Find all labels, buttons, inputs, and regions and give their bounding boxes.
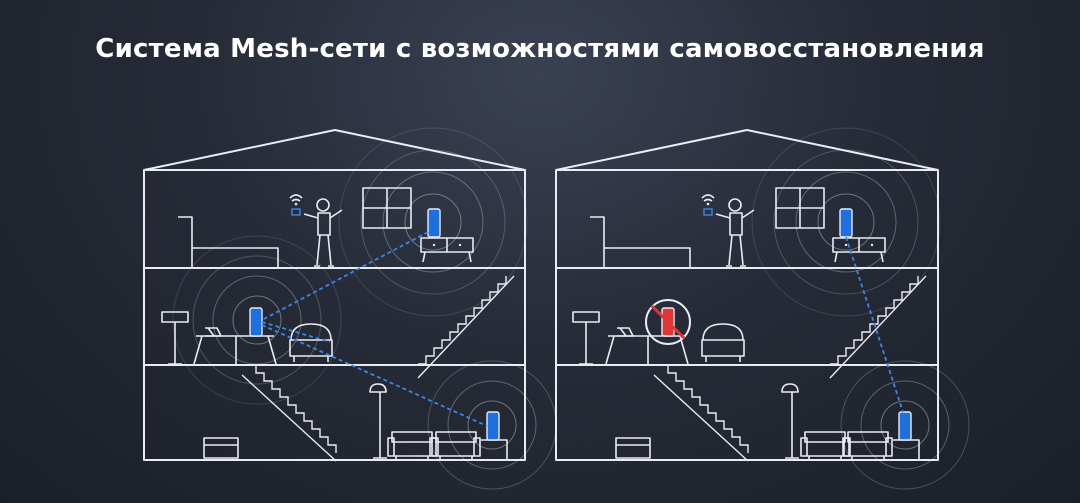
- staircase-icon: [653, 364, 749, 462]
- window-icon: [362, 187, 412, 229]
- bed-icon: [590, 216, 691, 267]
- house-right: [555, 127, 970, 490]
- cabinet-icon: [615, 437, 651, 459]
- router-node-icon: [427, 208, 441, 238]
- router-node-icon: [893, 411, 920, 460]
- house-outline: [555, 129, 939, 461]
- failed-node: [645, 299, 691, 345]
- person-icon: [703, 198, 755, 267]
- router-node-icon: [839, 208, 853, 238]
- sofa-icon: [431, 431, 481, 461]
- lamp-icon: [781, 383, 799, 459]
- house-outline: [143, 129, 526, 461]
- person-icon: [291, 198, 343, 267]
- mesh-links: [261, 231, 488, 427]
- signal-rings-bottom: [840, 360, 970, 490]
- prohibited-icon: [650, 304, 686, 340]
- staircase-icon: [241, 364, 337, 462]
- laptop-icon: [617, 327, 634, 337]
- desk-icon: [193, 335, 277, 365]
- house-left: [143, 127, 557, 490]
- lamp-icon: [161, 311, 189, 365]
- lamp-icon: [572, 311, 600, 365]
- cabinet-icon: [203, 437, 239, 459]
- bed-icon: [178, 216, 279, 267]
- router-node-icon: [481, 411, 508, 460]
- signal-rings-top: [751, 127, 941, 317]
- staircase-icon: [829, 275, 927, 379]
- tv-icon: [289, 323, 333, 362]
- tv-icon: [701, 323, 745, 362]
- router-node-icon: [249, 307, 263, 337]
- page-title: Система Mesh-сети с возможностями самово…: [95, 34, 985, 64]
- sofa-icon: [843, 431, 893, 461]
- staircase-icon: [417, 275, 515, 379]
- laptop-icon: [205, 327, 222, 337]
- desk-icon: [605, 335, 689, 365]
- window-icon: [775, 187, 825, 229]
- mesh-links: [845, 236, 904, 413]
- signal-rings-middle: [172, 235, 342, 405]
- wifi-icon: [701, 194, 715, 206]
- lamp-icon: [369, 383, 387, 459]
- wifi-icon: [289, 194, 303, 206]
